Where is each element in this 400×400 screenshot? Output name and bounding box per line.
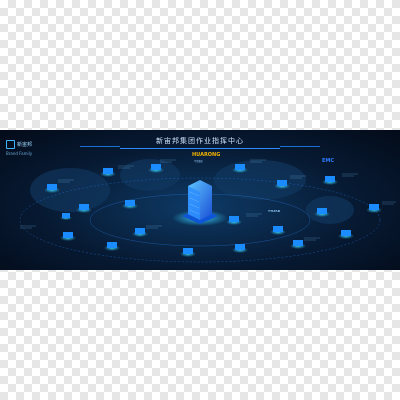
node-cluster xyxy=(44,164,382,257)
title-bar: 新宙邦集团作业指挥中心 xyxy=(80,134,320,149)
node[interactable] xyxy=(226,216,242,225)
node[interactable] xyxy=(180,248,196,257)
node[interactable] xyxy=(270,226,286,235)
node-label-lines xyxy=(20,159,396,241)
node[interactable] xyxy=(148,164,164,173)
logo-tagline: Brand Family xyxy=(6,151,33,156)
node[interactable] xyxy=(132,228,148,237)
node[interactable] xyxy=(60,232,76,241)
node[interactable] xyxy=(338,230,354,239)
node[interactable] xyxy=(274,180,290,189)
network-map xyxy=(19,159,396,263)
node[interactable] xyxy=(100,168,116,177)
node[interactable] xyxy=(44,184,60,193)
page-title: 新宙邦集团作业指挥中心 xyxy=(156,137,244,145)
node[interactable] xyxy=(232,164,248,173)
logo-name: 新宙邦 xyxy=(17,142,33,148)
node[interactable] xyxy=(104,242,120,251)
brand-logo: 新宙邦 Brand Family xyxy=(6,140,46,164)
node[interactable] xyxy=(76,204,92,213)
node[interactable] xyxy=(366,204,382,213)
node[interactable] xyxy=(122,200,138,209)
logo-mark: 新宙邦 xyxy=(6,140,46,149)
node[interactable] xyxy=(322,176,338,185)
central-building xyxy=(172,180,228,226)
dashboard-banner: 新宙邦集团作业指挥中心 新宙邦 Brand Family HUARONG 华荣集… xyxy=(0,130,400,270)
logo-icon xyxy=(6,140,15,149)
node[interactable] xyxy=(314,208,330,217)
node[interactable] xyxy=(290,240,306,249)
node[interactable] xyxy=(60,213,72,220)
orbit-ring-outer xyxy=(19,177,381,263)
node[interactable] xyxy=(232,244,248,253)
